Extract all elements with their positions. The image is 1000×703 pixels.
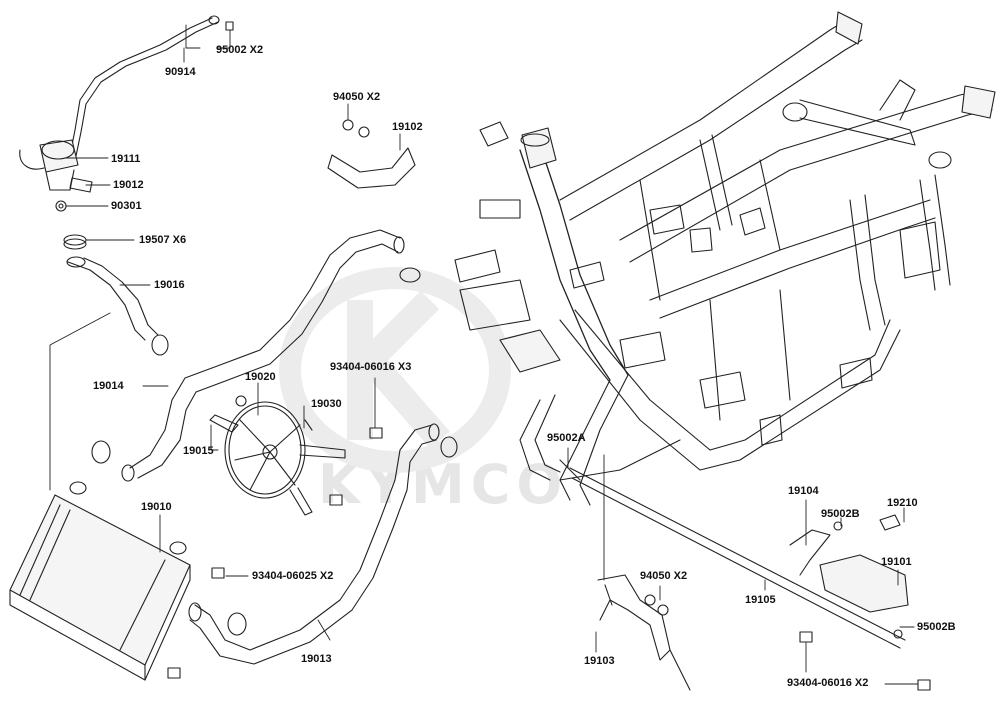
clip-95002 (225, 21, 234, 31)
cap-19012 (69, 177, 93, 193)
callout-95002b-top: 95002B (821, 508, 860, 520)
callout-19102: 19102 (392, 121, 423, 133)
bolt-93404-06016-fan (235, 395, 383, 506)
nut-94050-top (342, 119, 370, 138)
callout-19010: 19010 (141, 501, 172, 513)
callout-19111: 19111 (111, 153, 141, 165)
fan-bracket-19015 (209, 414, 346, 516)
kymco-logo-watermark (279, 267, 511, 473)
callout-19104: 19104 (788, 485, 819, 497)
callout-94050-x2-top: 94050 X2 (333, 91, 381, 103)
callout-93404-06025-x2: 93404-06025 X2 (252, 570, 334, 582)
clamp-19507-b (151, 334, 169, 356)
frame-assembly (454, 11, 996, 506)
clamp-lower-left (91, 440, 111, 464)
clip-95002b (833, 521, 903, 639)
callout-95002b-bottom: 95002B (917, 621, 956, 633)
clamp-19013-top (440, 436, 458, 458)
callout-19016: 19016 (154, 279, 185, 291)
callout-19103: 19103 (584, 655, 615, 667)
bracket-19102 (327, 147, 416, 189)
callout-19012: 19012 (113, 179, 144, 191)
callout-93404-06016-x2: 93404-06016 X2 (787, 677, 869, 689)
callout-19015: 19015 (183, 445, 214, 457)
callout-19210: 19210 (887, 497, 918, 509)
callout-19507-x6: 19507 X6 (139, 234, 187, 246)
bolt-93404-06016-rear (799, 631, 931, 691)
clamp-upper-right (399, 267, 421, 283)
leader-lines (49, 24, 919, 685)
callout-95002-x2: 95002 X2 (216, 44, 264, 56)
callout-90301: 90301 (111, 200, 142, 212)
nut-94050-bottom (644, 594, 669, 616)
callout-19020: 19020 (245, 371, 276, 383)
reserve-tank-19111 (19, 139, 79, 191)
hose-19016 (66, 256, 159, 341)
clamp-19013-bottom (227, 612, 247, 636)
bolt-93404-06025 (167, 567, 225, 679)
callout-94050-x2-bottom: 94050 X2 (640, 570, 688, 582)
callout-93404-06016-x3: 93404-06016 X3 (330, 361, 412, 373)
callout-19030: 19030 (311, 398, 342, 410)
callout-19014: 19014 (93, 380, 124, 392)
clip-19210 (879, 514, 901, 531)
guard-19101 (819, 554, 909, 613)
clip-95002a (559, 459, 581, 481)
callout-19101: 19101 (881, 556, 912, 568)
pipe-19105 (569, 467, 906, 649)
callout-95002a: 95002A (547, 432, 586, 444)
clamp-19507 (63, 234, 87, 250)
fan-assembly-19020 (224, 401, 306, 499)
fan-motor-19030 (304, 419, 313, 431)
hose-19013 (188, 423, 440, 665)
callout-90914: 90914 (165, 66, 196, 78)
reserve-hose-90914 (69, 15, 220, 157)
bolt-90301 (55, 200, 67, 212)
callout-19105: 19105 (745, 594, 776, 606)
hose-19014 (121, 229, 405, 482)
bracket-19103 (597, 574, 691, 691)
bracket-19104 (789, 529, 831, 576)
callout-19013: 19013 (301, 653, 332, 665)
radiator-19010 (9, 481, 191, 681)
